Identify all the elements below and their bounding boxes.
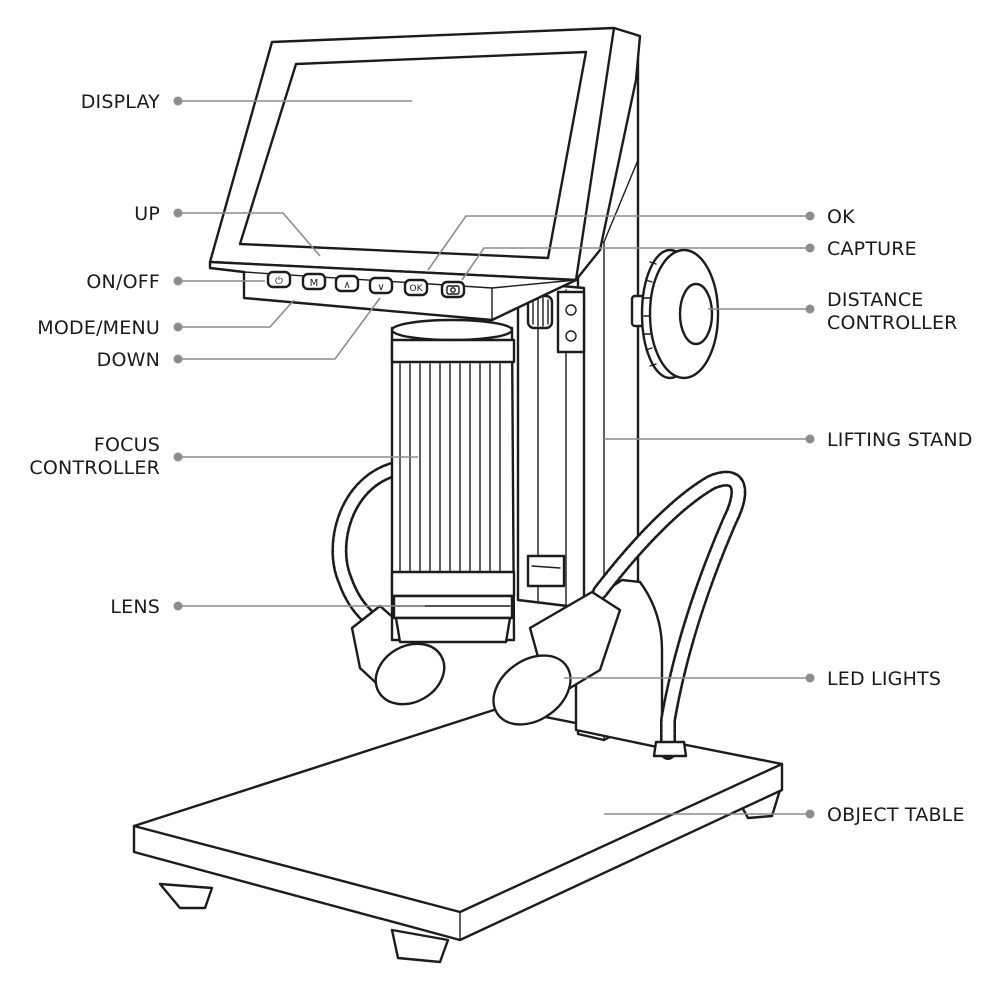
- label-lifting-stand: LIFTING STAND: [827, 429, 973, 451]
- button-strip: ⏻ M ∧ ∨ OK: [266, 270, 466, 299]
- mode-button-glyph: M: [310, 278, 319, 289]
- label-led-lights: LED LIGHTS: [827, 668, 941, 690]
- label-mode-menu: MODE/MENU: [37, 317, 160, 339]
- label-capture: CAPTURE: [827, 238, 917, 260]
- lens-barrel-drawing: [390, 318, 516, 644]
- label-lens: LENS: [110, 596, 160, 618]
- camera-icon: [446, 285, 460, 295]
- label-down: DOWN: [97, 349, 160, 371]
- label-display: DISPLAY: [81, 91, 160, 113]
- label-focus-controller-line2: CONTROLLER: [29, 457, 160, 479]
- label-focus-controller-line1: FOCUS: [94, 434, 160, 456]
- callout-labels: DISPLAY UP ON/OFF MODE/MENU DOWN FOCUS C…: [29, 91, 972, 826]
- down-arrow-icon: ∨: [377, 282, 384, 293]
- up-arrow-icon: ∧: [343, 280, 350, 291]
- led-lights-drawing: [331, 462, 747, 760]
- object-table-drawing: [132, 706, 784, 964]
- display-unit-drawing: [208, 26, 642, 322]
- ok-button-glyph: OK: [410, 284, 424, 294]
- power-icon: ⏻: [275, 276, 283, 287]
- distance-controller-drawing: [630, 248, 720, 380]
- label-ok: OK: [827, 206, 855, 228]
- label-object-table: OBJECT TABLE: [827, 804, 965, 826]
- label-distance-controller-line2: CONTROLLER: [827, 312, 958, 334]
- microscope-illustration: ⏻ M ∧ ∨ OK: [132, 26, 784, 964]
- leader-lines: [173, 96, 815, 819]
- label-on-off: ON/OFF: [86, 271, 160, 293]
- label-distance-controller-line1: DISTANCE: [827, 289, 924, 311]
- label-up: UP: [134, 203, 160, 225]
